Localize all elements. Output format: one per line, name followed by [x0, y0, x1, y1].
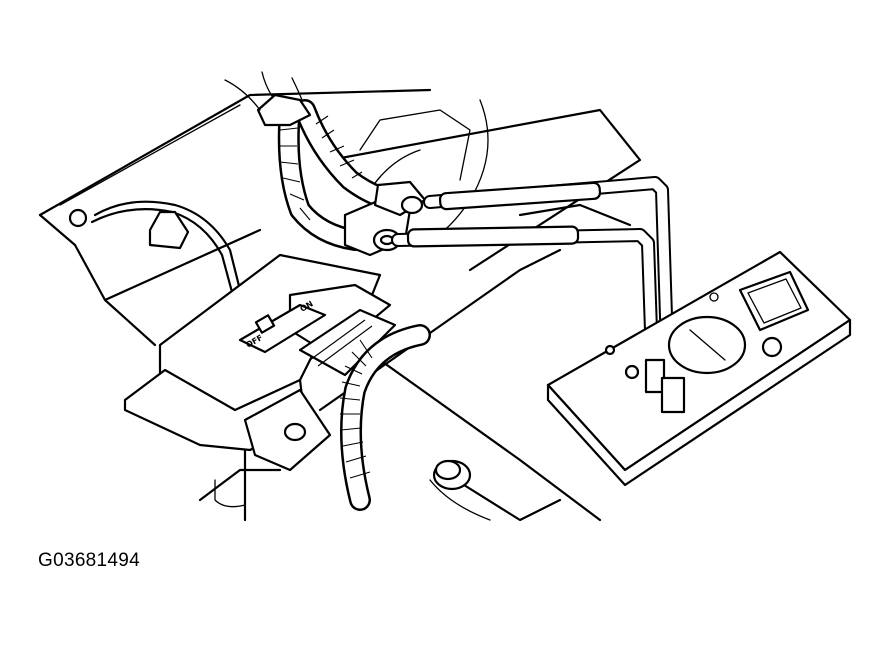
ring-terminal-icon: [68, 208, 88, 228]
on-off-switch: ON OFF: [238, 299, 327, 354]
probe-handle-black: [406, 225, 580, 248]
jack-icon: [761, 336, 783, 358]
test-leads: [391, 176, 675, 387]
figure-id-label: G03681494: [38, 550, 141, 571]
main-harness: [339, 324, 431, 511]
probe-handle-red: [438, 181, 602, 211]
jack-icon: [604, 344, 616, 356]
foreground-knob: [432, 459, 472, 491]
switch-toggle: [254, 314, 276, 334]
positive-terminal-icon: [400, 195, 424, 215]
bolt-icon: [283, 422, 307, 442]
jack-icon: [624, 364, 640, 380]
multimeter: [546, 250, 852, 487]
probe-plug: [660, 376, 686, 414]
engine-background: [38, 88, 642, 522]
ground-cable: [68, 200, 242, 294]
multimeter-display: [738, 270, 810, 332]
cable-clip: [148, 210, 190, 250]
